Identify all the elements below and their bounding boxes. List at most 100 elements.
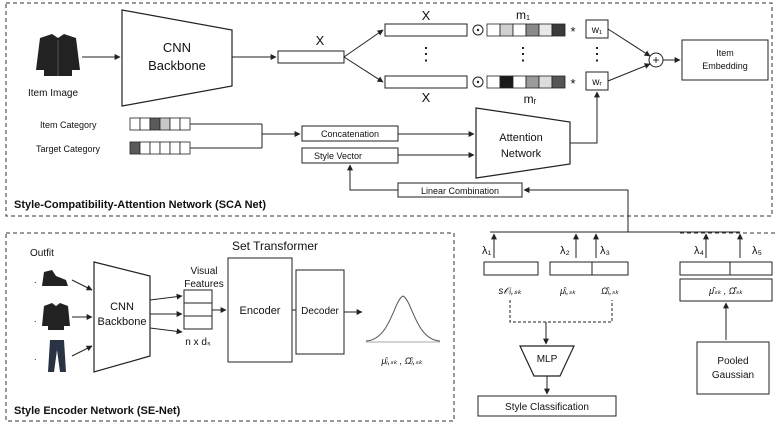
mlp-label: MLP [537,354,558,365]
x-copy-bottom-label: X [422,90,431,105]
style-vector-label: Style Vector [314,151,362,161]
lambda-to-linear [523,187,629,232]
bullet-1: . [34,275,37,285]
sca-cnn-backbone [121,9,233,107]
item-embedding-label-2: Embedding [702,61,748,71]
target-category-cell [129,141,141,155]
mask-mr-cell [538,75,553,89]
pooled-mu-box [679,261,731,276]
outfit-label: Outfit [30,248,54,259]
lambda5-label: λ₅ [752,245,762,257]
attention-label-1: Attention [499,132,542,144]
shoe-to-cnn [71,279,93,291]
bullet-2: . [34,314,37,324]
mask-mr-cell [499,75,514,89]
dots-w: ⋮ [588,44,606,64]
mask-m1-cell [499,23,514,37]
gaussian-params-label: μ̂ᵢ,ₛₖ , Ω̂ᵢ,ₛₖ [381,356,423,366]
linear-combination-label: Linear Combination [421,186,499,196]
mask-m1-cell [525,23,540,37]
attention-label-2: Network [501,148,542,160]
target-category-cell [159,141,171,155]
mask-mr-cell [525,75,540,89]
mask-m1-cell [538,23,553,37]
item-category-label: Item Category [40,120,97,130]
encoder-box [227,257,293,363]
concatenation-label: Concatenation [321,129,379,139]
mask-m1-cell [486,23,501,37]
gaussian-curve [365,295,441,343]
pooled-gaussian-box [696,341,770,395]
mask-m1-cell [551,23,566,37]
sca-cnn-label-1: CNN [163,40,191,55]
item-category-vector [129,117,191,131]
mu-vector-label: μ̂ᵢ,ₛₖ [559,286,576,296]
target-category-cell [139,141,151,155]
jeans-to-cnn [71,345,93,357]
classifier-dashed-merge [509,300,613,323]
feature-row-1 [183,289,213,304]
star-top: * [570,24,575,39]
lambda1-label: λ₁ [482,245,492,257]
target-category-cell [179,141,191,155]
mask-m1-cell [512,23,527,37]
x-branch-up [343,29,384,58]
s-vector-label: s𝒪ᵢ,ₛₖ [498,286,522,297]
style-classification-box [477,395,617,417]
x-copy-top-label: X [422,8,431,23]
s-vector-box [483,261,539,276]
attention-network [475,107,571,179]
se-net-label: Style Encoder Network (SE-Net) [14,405,181,417]
feature-row-2 [183,302,213,317]
x-branch-down [343,56,384,83]
mask-mr-cell [512,75,527,89]
se-net-region [5,232,455,422]
style-classification-label: Style Classification [505,402,589,413]
x-vector [277,50,345,64]
jeans-image [48,340,66,372]
target-category-label: Target Category [36,144,101,154]
jacket-small-image [42,303,70,330]
omega-vector-label: Ω̂ᵢ,ₛₖ [601,286,619,296]
item-embedding-label-1: Item [716,48,734,58]
mask-mr [486,75,566,89]
lambda2-label: λ₂ [560,245,570,257]
decoder-label: Decoder [301,306,339,317]
item-category-cell [129,117,141,131]
item-image-label: Item Image [28,88,78,99]
linear-to-style-vector [347,164,398,191]
wr-to-sum [607,63,651,82]
se-cnn-label-1: CNN [110,301,134,313]
shoe-image [42,270,68,286]
encoder-label: Encoder [240,305,281,317]
item-category-cell [179,117,191,131]
omega-vector-box [591,261,629,276]
pooled-gaussian-label-2: Gaussian [712,370,754,381]
attention-to-weights [570,91,600,144]
bullet-3: . [34,352,37,362]
se-cnn-to-feat-3 [149,327,183,335]
set-transformer-label: Set Transformer [232,239,318,253]
mu-vector-box [549,261,593,276]
x-copy-bottom [384,75,468,89]
lambda3-label: λ₃ [600,245,610,257]
target-category-vector [129,141,191,155]
se-cnn-backbone [93,261,151,373]
pooled-omega-box [729,261,773,276]
dots-x: ⋮ [417,44,435,64]
feature-row-3 [183,315,213,330]
sum-symbol: + [652,53,659,67]
mask-m1-label: m₁ [516,8,530,22]
jacket-image [36,34,80,76]
mask-m1 [486,23,566,37]
mask-mr-cell [486,75,501,89]
decoder-box [295,269,345,355]
x-copy-top [384,23,468,37]
lambda4-label: λ₄ [694,245,705,257]
pooled-params-label: μ̂̂ₛₖ , Ω̂̂ₛₖ [708,286,743,296]
pooled-params-box [679,278,773,302]
item-category-cell [169,117,181,131]
n-x-ds-label: n x dₛ [185,337,211,348]
se-cnn-to-feat-1 [149,293,183,301]
pooled-gaussian-label-1: Pooled [717,356,748,367]
